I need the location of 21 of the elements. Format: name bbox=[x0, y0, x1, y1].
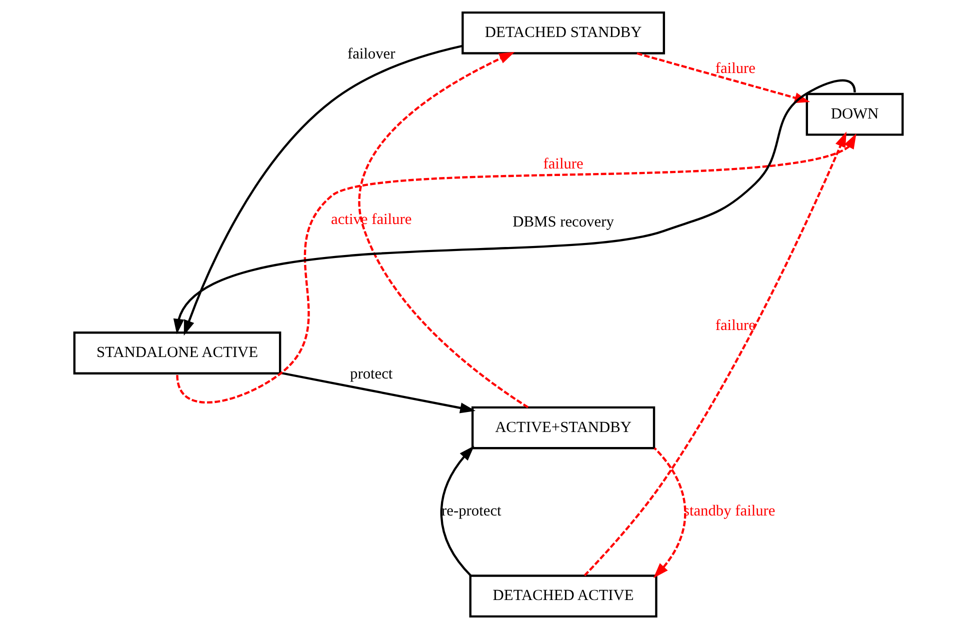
node-box: ACTIVE+STANDBY bbox=[471, 406, 656, 450]
node-box: DETACHED ACTIVE bbox=[469, 574, 658, 618]
arrow bbox=[440, 446, 474, 576]
edge-label: protect bbox=[350, 366, 393, 383]
edge-label: failure bbox=[715, 60, 756, 77]
edge-label: DBMS recovery bbox=[512, 214, 614, 231]
node-box: DETACHED STANDBY bbox=[462, 11, 666, 54]
arrow bbox=[184, 44, 463, 336]
arrow bbox=[176, 133, 856, 404]
arrow bbox=[584, 132, 846, 576]
edge-label: active failure bbox=[331, 210, 412, 228]
edge-label: failover bbox=[347, 45, 396, 62]
edge-label: re-protect bbox=[442, 502, 502, 520]
node-box: STANDALONE ACTIVE bbox=[73, 332, 282, 374]
arrow bbox=[653, 447, 686, 578]
arrow bbox=[280, 372, 476, 414]
node-box: DOWN bbox=[806, 92, 904, 136]
edge-label: standby failure bbox=[683, 502, 776, 520]
edge-label: failure bbox=[543, 155, 584, 172]
edge-label: failure bbox=[715, 317, 756, 334]
arrow bbox=[358, 52, 529, 408]
